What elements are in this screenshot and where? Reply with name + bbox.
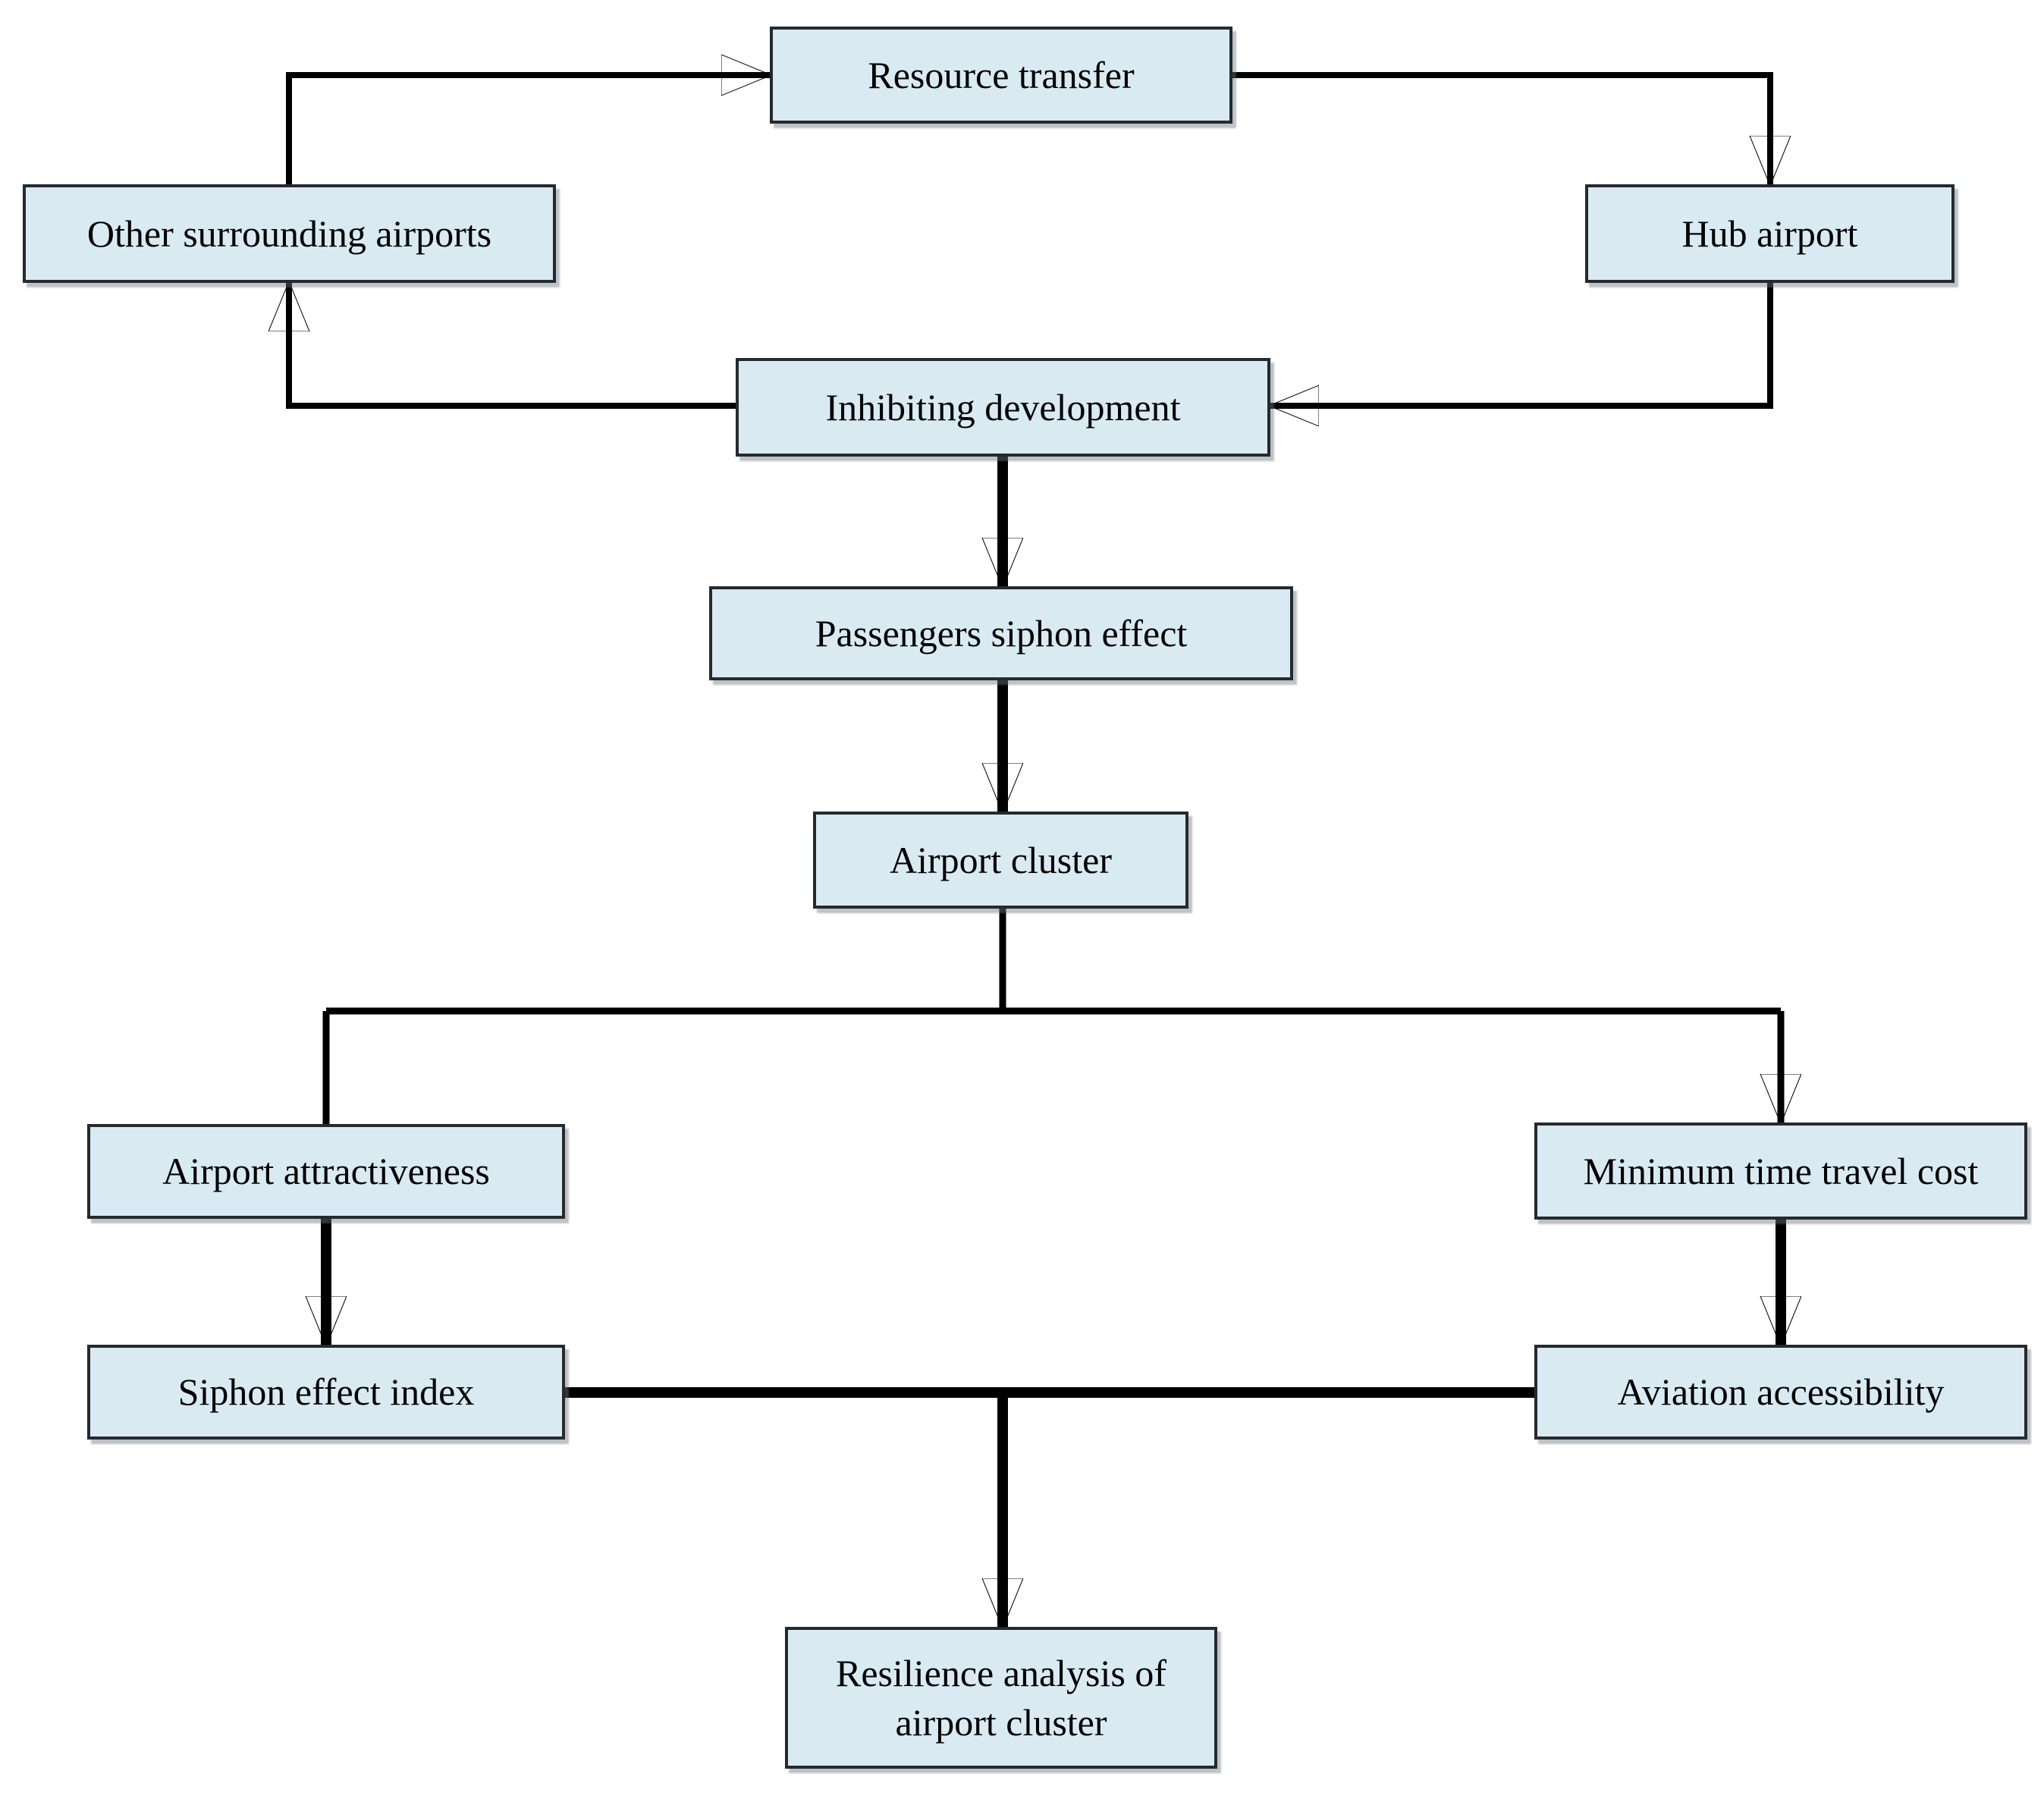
node-minimum-time-travel-cost: Minimum time travel cost [1534, 1122, 2027, 1220]
node-inhibiting-development-label: Inhibiting development [825, 385, 1181, 429]
node-aviation-accessibility-label: Aviation accessibility [1617, 1371, 1945, 1413]
node-aviation-accessibility: Aviation accessibility [1534, 1345, 2027, 1440]
node-resilience-analysis: Resilience analysis of airport cluster [785, 1627, 1217, 1769]
node-airport-attractiveness: Airport attractiveness [87, 1124, 565, 1219]
node-airport-attractiveness-label: Airport attractiveness [162, 1150, 490, 1192]
node-other-surrounding-airports: Other surrounding airports [23, 184, 556, 283]
node-resilience-analysis-label: Resilience analysis of airport cluster [836, 1651, 1166, 1744]
edge-hub-to-inhibiting [1270, 283, 1773, 406]
edge-surrounding-to-resource-transfer [286, 75, 770, 184]
node-hub-airport: Hub airport [1585, 184, 1955, 283]
node-hub-airport-label: Hub airport [1681, 212, 1858, 255]
node-siphon-effect-index: Siphon effect index [87, 1345, 565, 1440]
node-airport-cluster-label: Airport cluster [890, 838, 1112, 881]
edge-inhibiting-to-surrounding [289, 283, 736, 409]
node-airport-cluster: Airport cluster [813, 812, 1188, 909]
node-other-surrounding-airports-label: Other surrounding airports [86, 212, 492, 255]
node-siphon-effect-index-label: Siphon effect index [177, 1371, 475, 1413]
node-passengers-siphon-effect-label: Passengers siphon effect [815, 611, 1188, 655]
node-passengers-siphon-effect: Passengers siphon effect [709, 586, 1293, 680]
node-resource-transfer-label: Resource transfer [868, 53, 1135, 96]
node-inhibiting-development: Inhibiting development [736, 358, 1270, 457]
edge-resource-transfer-to-hub [1232, 72, 1770, 184]
node-resource-transfer: Resource transfer [770, 27, 1232, 124]
node-minimum-time-travel-cost-label: Minimum time travel cost [1583, 1149, 1979, 1192]
